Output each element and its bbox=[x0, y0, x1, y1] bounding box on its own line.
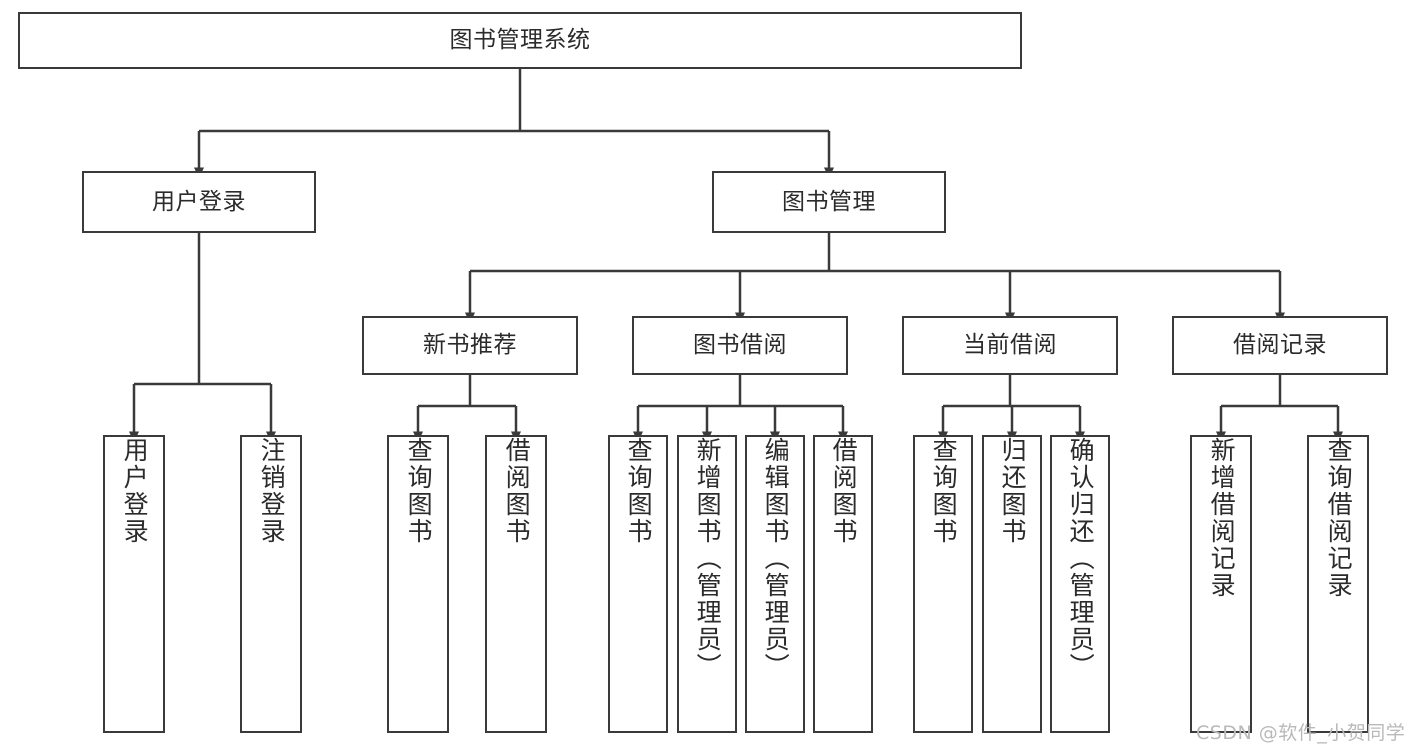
node-leaf-user-login[interactable]: 用户登录 bbox=[103, 435, 165, 733]
node-leaf-query-book-2[interactable]: 查询图书 bbox=[608, 435, 668, 733]
node-label: 编辑图书（管理员） bbox=[761, 437, 791, 680]
node-book-manage[interactable]: 图书管理 bbox=[712, 171, 946, 233]
node-borrow-record[interactable]: 借阅记录 bbox=[1172, 316, 1388, 375]
node-label: 借阅图书 bbox=[829, 437, 859, 545]
node-leaf-borrow-book-1[interactable]: 借阅图书 bbox=[485, 435, 547, 733]
node-label: 查询图书 bbox=[624, 437, 654, 545]
watermark: CSDN @软件_小贺同学 bbox=[1196, 722, 1405, 744]
node-root[interactable]: 图书管理系统 bbox=[18, 12, 1022, 69]
node-leaf-confirm-return[interactable]: 确认归还（管理员） bbox=[1050, 435, 1110, 733]
node-label: 查询图书 bbox=[404, 437, 434, 545]
node-book-borrow[interactable]: 图书借阅 bbox=[632, 316, 848, 375]
node-label: 查询借阅记录 bbox=[1324, 437, 1354, 599]
node-label: 图书管理 bbox=[782, 188, 876, 215]
node-label: 当前借阅 bbox=[963, 332, 1057, 359]
edge-paths bbox=[129, 69, 1343, 443]
node-leaf-logout[interactable]: 注销登录 bbox=[240, 435, 302, 733]
node-new-book-rec[interactable]: 新书推荐 bbox=[362, 316, 578, 375]
node-label: 查询图书 bbox=[929, 437, 959, 545]
node-leaf-add-book[interactable]: 新增图书（管理员） bbox=[677, 435, 737, 733]
node-label: 用户登录 bbox=[120, 437, 150, 545]
node-label: 用户登录 bbox=[152, 188, 246, 215]
node-label: 图书借阅 bbox=[693, 332, 787, 359]
node-leaf-edit-book[interactable]: 编辑图书（管理员） bbox=[745, 435, 805, 733]
node-leaf-borrow-book-2[interactable]: 借阅图书 bbox=[813, 435, 873, 733]
node-leaf-add-record[interactable]: 新增借阅记录 bbox=[1190, 435, 1252, 733]
node-label: 借阅记录 bbox=[1233, 332, 1327, 359]
node-label: 新书推荐 bbox=[423, 332, 517, 359]
node-label: 新增借阅记录 bbox=[1207, 437, 1237, 599]
node-leaf-return-book[interactable]: 归还图书 bbox=[982, 435, 1042, 733]
node-label: 注销登录 bbox=[257, 437, 287, 545]
node-leaf-query-book-1[interactable]: 查询图书 bbox=[387, 435, 449, 733]
node-user-login[interactable]: 用户登录 bbox=[82, 171, 316, 233]
node-current-borrow[interactable]: 当前借阅 bbox=[902, 316, 1118, 375]
node-label: 确认归还（管理员） bbox=[1066, 437, 1096, 680]
node-label: 新增图书（管理员） bbox=[693, 437, 723, 680]
node-leaf-query-book-3[interactable]: 查询图书 bbox=[913, 435, 973, 733]
node-label: 归还图书 bbox=[998, 437, 1028, 545]
node-label: 借阅图书 bbox=[502, 437, 532, 545]
node-leaf-query-record[interactable]: 查询借阅记录 bbox=[1307, 435, 1369, 733]
node-label: 图书管理系统 bbox=[449, 27, 591, 54]
